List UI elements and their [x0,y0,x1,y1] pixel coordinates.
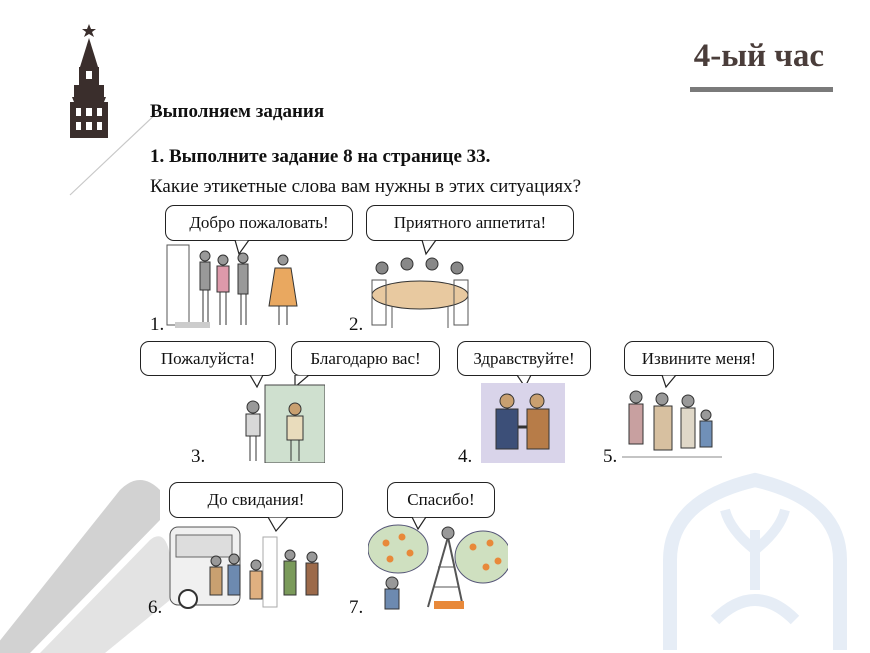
situation-number-7: 7. [349,597,364,618]
illustration-fruit-harvest [368,517,508,610]
situation-number-1: 1. [150,314,165,335]
stripe-dark [0,480,160,653]
watermark-emblem [663,472,847,650]
speech-bubble-7: Спасибо! [387,482,495,518]
situation-number-5: 5. [603,446,618,467]
speech-bubble-4: Здравствуйте! [457,341,591,376]
speech-bubble-6: До свидания! [169,482,343,518]
speech-bubble-1: Добро пожаловать! [165,205,353,241]
illustration-farewell-bus [169,517,319,609]
illustration-welcome-guests [166,240,298,328]
situation-number-3: 3. [191,446,206,467]
situation-number-4: 4. [458,446,473,467]
speech-bubble-5: Извините меня! [624,341,774,376]
diagonal-line [69,109,161,196]
speech-bubble-3a: Пожалуйста! [140,341,276,376]
kremlin-tower-logo [70,24,108,138]
task-instruction: 1. Выполните задание 8 на странице 33. [150,146,491,167]
stripe-light [40,536,170,653]
illustration-holding-door [245,375,325,463]
illustration-family-dinner [371,240,469,328]
illustration-crowded-street [622,375,722,458]
page-title: 4-ый час [693,38,824,74]
illustration-handshake [481,375,565,463]
situation-number-6: 6. [148,597,163,618]
title-underline [690,87,833,92]
task-question: Какие этикетные слова вам нужны в этих с… [150,176,582,197]
situation-number-2: 2. [349,314,364,335]
speech-bubble-2: Приятного аппетита! [366,205,574,241]
section-heading: Выполняем задания [150,101,325,122]
speech-bubble-3b: Благодарю вас! [291,341,440,376]
